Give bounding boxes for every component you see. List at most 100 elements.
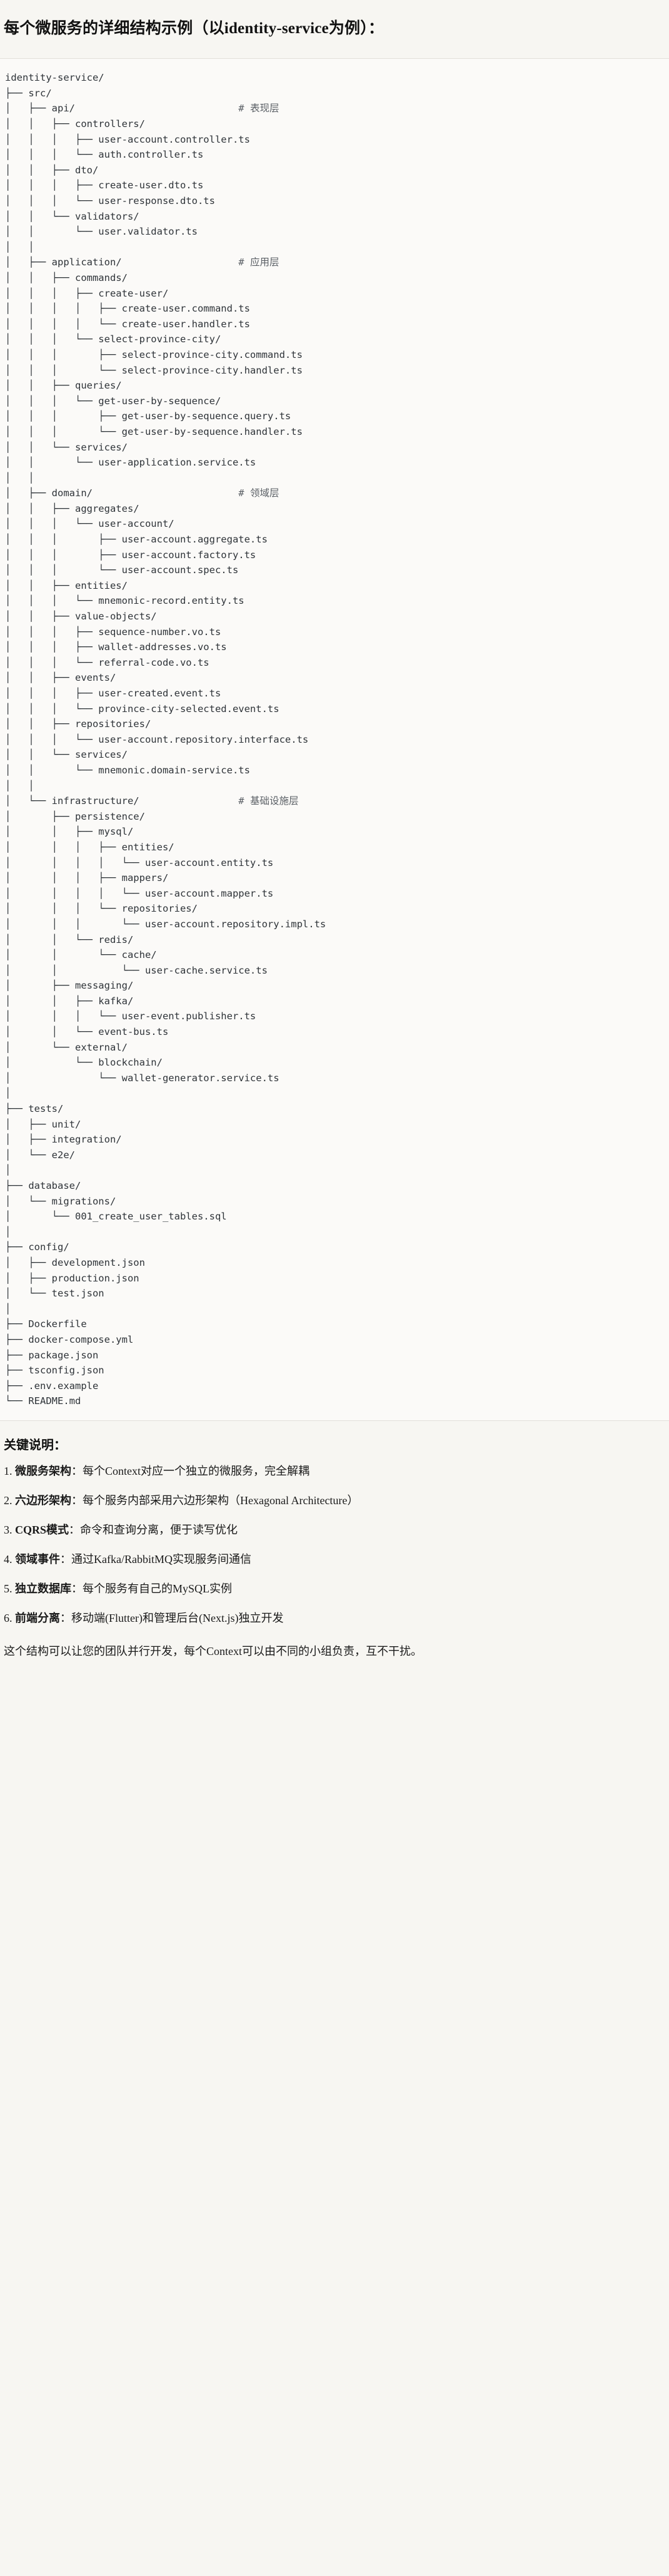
tree-line: │ │ │ └── select-province-city.handler.t… <box>5 363 665 379</box>
tree-line: │ │ │ └── user-response.dto.ts <box>5 193 665 209</box>
tree-line: │ │ │ └── user-account.repository.interf… <box>5 732 665 748</box>
key-note-separator: ： <box>60 1611 71 1624</box>
tree-path: ├── .env.example <box>5 1380 99 1392</box>
tree-path: │ │ │ └── select-province-city/ <box>5 333 221 345</box>
tree-line: │ ├── messaging/ <box>5 978 665 994</box>
tree-path: │ │ │ └── auth.controller.ts <box>5 149 204 161</box>
tree-line: │ │ └── services/ <box>5 440 665 456</box>
tree-path: │ └── 001_create_user_tables.sql <box>5 1211 227 1223</box>
tree-layer-comment: # 表现层 <box>238 103 279 115</box>
key-note-description: 每个服务有自己的MySQL实例 <box>83 1582 233 1595</box>
tree-line: │ │ └── cache/ <box>5 947 665 963</box>
key-note-item: 3. CQRS模式：命令和查询分离，便于读写优化 <box>4 1522 664 1539</box>
tree-line: │ │ ├── aggregates/ <box>5 501 665 517</box>
tree-path: │ │ │ ├── get-user-by-sequence.query.ts <box>5 410 291 422</box>
tree-path: │ │ │ │ └── user-account.entity.ts <box>5 857 274 868</box>
tree-path: │ │ ├── aggregates/ <box>5 502 139 514</box>
key-note-separator: ： <box>69 1523 81 1536</box>
tree-path: │ │ │ └── user-response.dto.ts <box>5 195 215 206</box>
tree-path: │ │ │ ├── user-account.factory.ts <box>5 549 256 561</box>
document-page: 每个微服务的详细结构示例（以identity-service为例）： ident… <box>0 10 669 1671</box>
key-note-item: 2. 六边形架构：每个服务内部采用六边形架构（Hexagonal Archite… <box>4 1492 664 1509</box>
key-note-separator: ： <box>71 1464 83 1477</box>
tree-line: │ │ │ └── repositories/ <box>5 901 665 917</box>
tree-line: │ │ │ ├── user-account.controller.ts <box>5 132 665 148</box>
tree-path: │ └── test.json <box>5 1288 104 1300</box>
tree-line: │ ├── unit/ <box>5 1117 665 1133</box>
tree-line: │ │ │ └── select-province-city/ <box>5 332 665 347</box>
directory-tree-block: identity-service/├── src/│ ├── api/ # 表现… <box>0 59 669 1420</box>
tree-line: │ │ │ ├── select-province-city.command.t… <box>5 347 665 363</box>
tree-path: │ │ │ ├── wallet-addresses.vo.ts <box>5 641 227 653</box>
tree-path: │ │ <box>5 780 34 792</box>
tree-line: │ │ │ ├── mappers/ <box>5 870 665 886</box>
tree-comment-gap <box>122 257 239 268</box>
key-note-description: 每个Context对应一个独立的微服务，完全解耦 <box>83 1464 309 1477</box>
tree-line: │ │ │ ├── get-user-by-sequence.query.ts <box>5 409 665 424</box>
tree-path: identity-service/ <box>5 72 104 84</box>
tree-line: ├── docker-compose.yml <box>5 1332 665 1348</box>
tree-line: │ │ <box>5 471 665 486</box>
tree-path: │ │ │ └── mnemonic-record.entity.ts <box>5 595 244 607</box>
tree-line: │ └── test.json <box>5 1286 665 1301</box>
tree-path: │ │ │ └── user-account/ <box>5 518 174 530</box>
tree-path: │ │ └── user-cache.service.ts <box>5 964 268 976</box>
tree-path: ├── database/ <box>5 1180 81 1191</box>
tree-path: │ │ ├── value-objects/ <box>5 611 157 623</box>
tree-path: │ │ ├── commands/ <box>5 272 128 283</box>
tree-path: │ │ │ │ └── create-user.handler.ts <box>5 318 250 330</box>
tree-path: │ │ <box>5 472 34 484</box>
tree-line: │ └── 001_create_user_tables.sql <box>5 1209 665 1224</box>
tree-line: │ │ │ ├── user-account.factory.ts <box>5 547 665 563</box>
tree-path: │ │ │ └── user-account.repository.interf… <box>5 733 309 745</box>
tree-path: │ │ ├── events/ <box>5 672 116 684</box>
tree-line: │ │ ├── mysql/ <box>5 824 665 840</box>
tree-line: │ │ │ ├── create-user.dto.ts <box>5 178 665 193</box>
tree-line: │ └── migrations/ <box>5 1194 665 1209</box>
tree-line: │ │ │ │ └── user-account.entity.ts <box>5 855 665 871</box>
tree-path: │ │ └── user.validator.ts <box>5 226 198 238</box>
tree-line: │ │ <box>5 240 665 255</box>
tree-layer-comment: # 应用层 <box>238 257 279 268</box>
tree-path: │ │ │ ├── user-created.event.ts <box>5 688 221 699</box>
tree-path: ├── Dockerfile <box>5 1318 87 1330</box>
tree-line: │ │ │ └── user-account.spec.ts <box>5 563 665 578</box>
tree-line: │ │ ├── dto/ <box>5 163 665 178</box>
tree-line: │ │ │ └── auth.controller.ts <box>5 147 665 163</box>
key-note-item: 5. 独立数据库：每个服务有自己的MySQL实例 <box>4 1581 664 1597</box>
tree-line: │ │ │ ├── user-account.aggregate.ts <box>5 532 665 547</box>
key-note-number: 2. <box>4 1494 15 1507</box>
tree-path: │ ├── api/ <box>5 103 75 115</box>
key-note-number: 4. <box>4 1552 15 1565</box>
key-note-item: 4. 领域事件：通过Kafka/RabbitMQ实现服务间通信 <box>4 1551 664 1568</box>
tree-path: │ │ ├── mysql/ <box>5 826 134 838</box>
tree-path: │ │ │ └── province-city-selected.event.t… <box>5 703 279 715</box>
tree-line: │ <box>5 1301 665 1317</box>
tree-path: │ │ │ │ ├── create-user.command.ts <box>5 303 250 315</box>
tree-line: │ │ │ └── user-account.repository.impl.t… <box>5 917 665 932</box>
tree-line: │ │ └── mnemonic.domain-service.ts <box>5 763 665 778</box>
tree-path: └── README.md <box>5 1395 81 1407</box>
tree-line: │ └── infrastructure/ # 基础设施层 <box>5 793 665 809</box>
tree-line: │ <box>5 1224 665 1240</box>
tree-line: │ │ ├── queries/ <box>5 378 665 394</box>
tree-line: │ │ │ │ └── create-user.handler.ts <box>5 317 665 332</box>
tree-path: │ ├── unit/ <box>5 1118 81 1130</box>
tree-line: ├── database/ <box>5 1178 665 1194</box>
key-note-description: 通过Kafka/RabbitMQ实现服务间通信 <box>71 1552 251 1565</box>
tree-path: │ │ │ └── user-event.publisher.ts <box>5 1011 256 1022</box>
tree-path: │ │ └── event-bus.ts <box>5 1026 169 1038</box>
key-note-number: 1. <box>4 1464 15 1477</box>
tree-line: │ ├── application/ # 应用层 <box>5 255 665 270</box>
tree-line: │ │ └── services/ <box>5 747 665 763</box>
tree-path: │ └── e2e/ <box>5 1149 75 1161</box>
tree-line: │ │ ├── repositories/ <box>5 716 665 732</box>
tree-path: │ │ │ └── referral-code.vo.ts <box>5 656 209 668</box>
tree-path: │ │ └── mnemonic.domain-service.ts <box>5 764 250 776</box>
key-note-term: 前端分离 <box>15 1611 60 1624</box>
tree-path: │ │ ├── dto/ <box>5 164 99 176</box>
key-notes-heading: 关键说明： <box>4 1438 66 1452</box>
tree-path: │ │ └── services/ <box>5 441 128 453</box>
tree-path: │ │ └── services/ <box>5 749 128 761</box>
